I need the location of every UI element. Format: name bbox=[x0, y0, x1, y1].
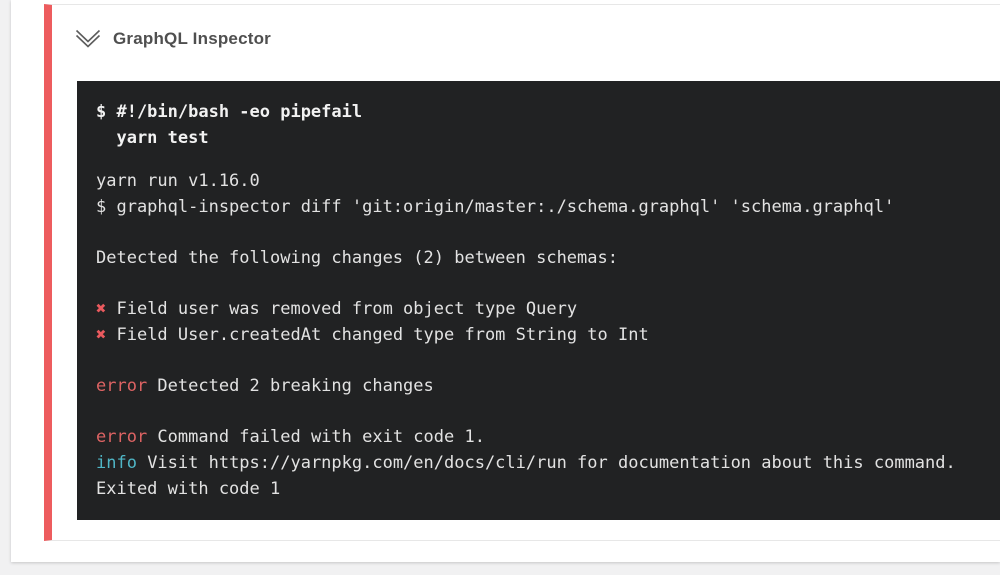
terminal-line: error Detected 2 breaking changes bbox=[96, 376, 434, 396]
breaking-change-x-icon: ✖ bbox=[96, 299, 107, 319]
terminal-line: Detected the following changes (2) betwe… bbox=[96, 248, 618, 268]
terminal-line: error Command failed with exit code 1. bbox=[96, 427, 485, 447]
terminal-line: ✖ Field user was removed from object typ… bbox=[96, 299, 578, 319]
terminal-line: info Visit https://yarnpkg.com/en/docs/c… bbox=[96, 453, 956, 473]
error-label: error bbox=[96, 376, 148, 396]
terminal-line: yarn test bbox=[96, 128, 209, 148]
terminal-blank-line bbox=[96, 220, 996, 245]
build-step-card: GraphQL Inspector $ #!/bin/bash -eo pipe… bbox=[44, 4, 1000, 541]
terminal-line: yarn run v1.16.0 bbox=[96, 171, 260, 191]
terminal-line: $ #!/bin/bash -eo pipefail bbox=[96, 102, 363, 122]
step-header-toggle[interactable]: GraphQL Inspector bbox=[75, 27, 271, 50]
terminal-line: $ graphql-inspector diff 'git:origin/mas… bbox=[96, 197, 895, 217]
chevron-double-down-icon bbox=[75, 29, 101, 48]
step-title: GraphQL Inspector bbox=[113, 28, 272, 48]
error-label: error bbox=[96, 427, 148, 447]
terminal-line: Exited with code 1 bbox=[96, 479, 281, 499]
content-panel: GraphQL Inspector $ #!/bin/bash -eo pipe… bbox=[11, 0, 1000, 562]
breaking-change-x-icon: ✖ bbox=[96, 325, 107, 345]
terminal-blank-line bbox=[96, 399, 996, 424]
info-label: info bbox=[96, 453, 137, 473]
terminal-blank-line bbox=[96, 151, 996, 168]
terminal-output: $ #!/bin/bash -eo pipefail yarn test yarn… bbox=[77, 81, 1000, 520]
terminal-blank-line bbox=[96, 348, 996, 373]
terminal-blank-line bbox=[96, 271, 996, 296]
terminal-line: ✖ Field User.createdAt changed type from… bbox=[96, 325, 649, 345]
